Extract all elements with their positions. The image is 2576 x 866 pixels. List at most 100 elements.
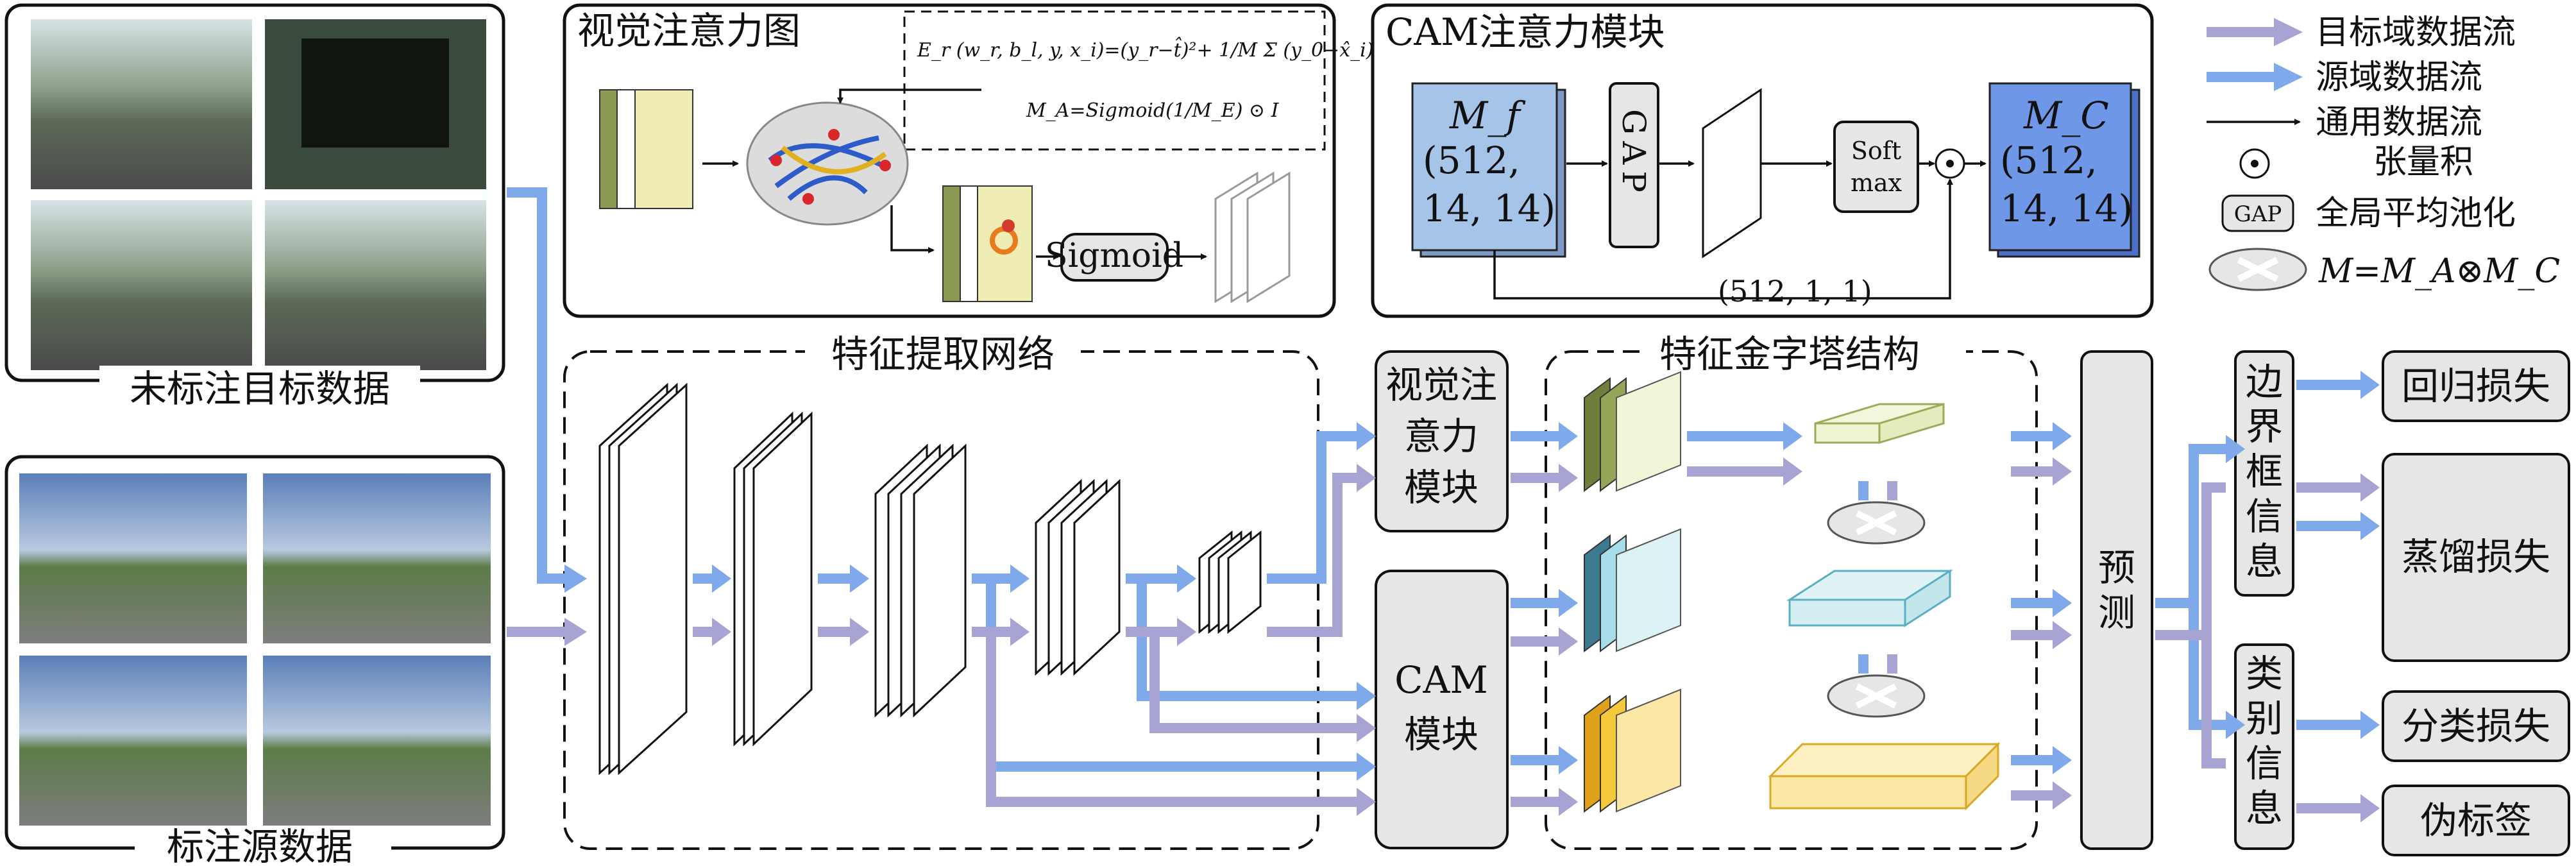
labeled-source-panel	[4, 455, 505, 850]
pyramid-stack-mid	[1584, 528, 1681, 652]
svg-text:CAM: CAM	[1394, 658, 1488, 702]
svg-text:张量积: 张量积	[2373, 143, 2473, 182]
pyramid-plate-bottom	[1768, 742, 2001, 811]
mf-block: M_f (512, 14, 14)	[1411, 82, 1566, 258]
feature-extraction-region: 特征提取网络	[563, 332, 1319, 850]
regression-loss-box: 回归损失	[2382, 350, 2570, 422]
distillation-loss-box: 蒸馏损失	[2382, 453, 2570, 662]
mc-block: M_C (512, 14, 14)	[1988, 82, 2140, 258]
svg-text:GAP: GAP	[2234, 201, 2282, 227]
source-image-1	[19, 473, 247, 643]
conv-layer-3	[874, 443, 967, 718]
class-info-box: 类 别 信 息	[2234, 643, 2294, 850]
legend-general-flow: 通用数据流	[2207, 103, 2482, 142]
svg-text:14, 14): 14, 14)	[1423, 187, 1555, 230]
svg-text:视觉注意力图: 视觉注意力图	[577, 9, 801, 53]
svg-text:M=M_A⊗M_C: M=M_A⊗M_C	[2318, 252, 2560, 291]
attention-output-stack	[1214, 171, 1291, 303]
svg-text:14, 14): 14, 14)	[2000, 187, 2133, 230]
pyramid-stack-bottom	[1584, 688, 1681, 813]
svg-text:(512,: (512,	[1423, 139, 1520, 182]
source-image-3	[19, 656, 247, 826]
cam-vector-plane	[1702, 88, 1762, 259]
svg-text:伪标签: 伪标签	[2420, 799, 2532, 842]
svg-text:界: 界	[2246, 405, 2283, 448]
legend-gap: GAP 全局平均池化	[2221, 194, 2516, 233]
svg-text:M_f: M_f	[1449, 94, 1526, 137]
sigmoid-box	[1060, 233, 1169, 282]
svg-text:CAM注意力模块: CAM注意力模块	[1385, 10, 1665, 54]
ma-formula: M_A=Sigmoid(1/M_E) ⊙ I	[1026, 99, 1280, 122]
svg-text:特征金字塔结构: 特征金字塔结构	[1659, 332, 1920, 376]
classification-loss-box: 分类损失	[2382, 690, 2570, 762]
fusion-node-bottom	[1827, 674, 1926, 718]
pyramid-stack-top	[1584, 371, 1681, 492]
conv-layer-4	[1035, 479, 1121, 676]
unlabeled-target-panel	[4, 3, 505, 382]
cam-gap-box	[1609, 82, 1659, 248]
svg-text:max: max	[1851, 169, 1902, 197]
svg-text:信: 信	[2246, 495, 2283, 538]
svg-text:信: 信	[2246, 742, 2283, 785]
target-image-4	[265, 200, 486, 370]
fusion-node-top	[1827, 501, 1926, 545]
svg-text:全局平均池化: 全局平均池化	[2316, 194, 2516, 233]
svg-text:源域数据流: 源域数据流	[2316, 58, 2482, 97]
cam-attention-panel: CAM注意力模块 M_f (512, 14, 14) GAP (512, 1, …	[1371, 3, 2154, 318]
svg-text:息: 息	[2246, 786, 2283, 830]
svg-text:分类损失: 分类损失	[2402, 704, 2550, 748]
svg-text:模块: 模块	[1404, 466, 1479, 509]
svg-text:别: 别	[2246, 697, 2283, 740]
svg-text:边: 边	[2246, 360, 2283, 403]
svg-text:息: 息	[2246, 539, 2283, 583]
svg-text:测: 测	[2098, 591, 2135, 634]
prediction-box: 预 测	[2080, 350, 2153, 850]
weighted-feature-stack	[942, 185, 1033, 302]
conv-layer-2	[733, 411, 813, 747]
legend: 目标域数据流 源域数据流 通用数据流 张量积 GAP 全局平均池化 M=M_A⊗…	[2207, 13, 2560, 291]
svg-text:蒸馏损失: 蒸馏损失	[2402, 535, 2550, 579]
svg-text:类: 类	[2246, 652, 2283, 695]
pseudo-label-box: 伪标签	[2382, 785, 2570, 856]
labeled-source-title: 标注源数据	[135, 825, 391, 866]
legend-fusion: M=M_A⊗M_C	[2208, 248, 2560, 291]
svg-text:Soft: Soft	[1851, 137, 1901, 165]
attention-input-stack	[599, 89, 693, 209]
svg-text:视觉注: 视觉注	[1385, 363, 1497, 407]
legend-target-flow: 目标域数据流	[2207, 13, 2516, 52]
unlabeled-target-title: 未标注目标数据	[99, 366, 420, 411]
svg-text:通用数据流: 通用数据流	[2316, 103, 2482, 142]
target-image-1	[31, 19, 252, 189]
source-image-2	[263, 473, 491, 643]
svg-text:标注源数据: 标注源数据	[167, 825, 353, 866]
svg-text:目标域数据流: 目标域数据流	[2316, 13, 2516, 52]
svg-text:框: 框	[2246, 450, 2283, 493]
svg-text:M_C: M_C	[2023, 94, 2109, 137]
svg-text:预: 预	[2098, 546, 2135, 590]
svg-text:特征提取网络: 特征提取网络	[831, 332, 1055, 376]
feature-extraction-layers	[598, 382, 1262, 776]
brain-icon	[746, 101, 909, 226]
svg-text:回归损失: 回归损失	[2402, 364, 2550, 408]
pyramid-plate-mid	[1786, 569, 1954, 627]
svg-text:意力: 意力	[1404, 414, 1479, 458]
conv-layer-5	[1198, 530, 1262, 634]
source-image-4	[263, 656, 491, 826]
legend-source-flow: 源域数据流	[2207, 58, 2482, 97]
svg-text:(512,: (512,	[2000, 139, 2097, 182]
svg-text:未标注目标数据: 未标注目标数据	[130, 367, 390, 411]
visual-attention-panel: 视觉注意力图 E_r (w_r, b_l, y, x_i)=(y_r−t̂)²+…	[563, 3, 1381, 318]
source-flow-arrows	[507, 187, 2380, 781]
pyramid-plate-top	[1814, 402, 1945, 445]
feature-pyramid-region: 特征金字塔结构	[1545, 332, 2038, 850]
svg-text:(512, 1, 1): (512, 1, 1)	[1718, 274, 1872, 309]
cam-softmax-box	[1833, 121, 1919, 213]
svg-text:GAP: GAP	[1615, 109, 1652, 199]
cam-module: CAM 模块	[1375, 570, 1509, 849]
energy-formula: E_r (w_r, b_l, y, x_i)=(y_r−t̂)²+ 1/M Σ …	[917, 37, 1381, 62]
target-image-3	[31, 200, 252, 370]
target-flow-arrows	[507, 457, 2380, 822]
visual-attention-module: 视觉注 意力 模块	[1375, 350, 1509, 532]
bbox-info-box: 边 界 框 信 息	[2234, 350, 2294, 597]
